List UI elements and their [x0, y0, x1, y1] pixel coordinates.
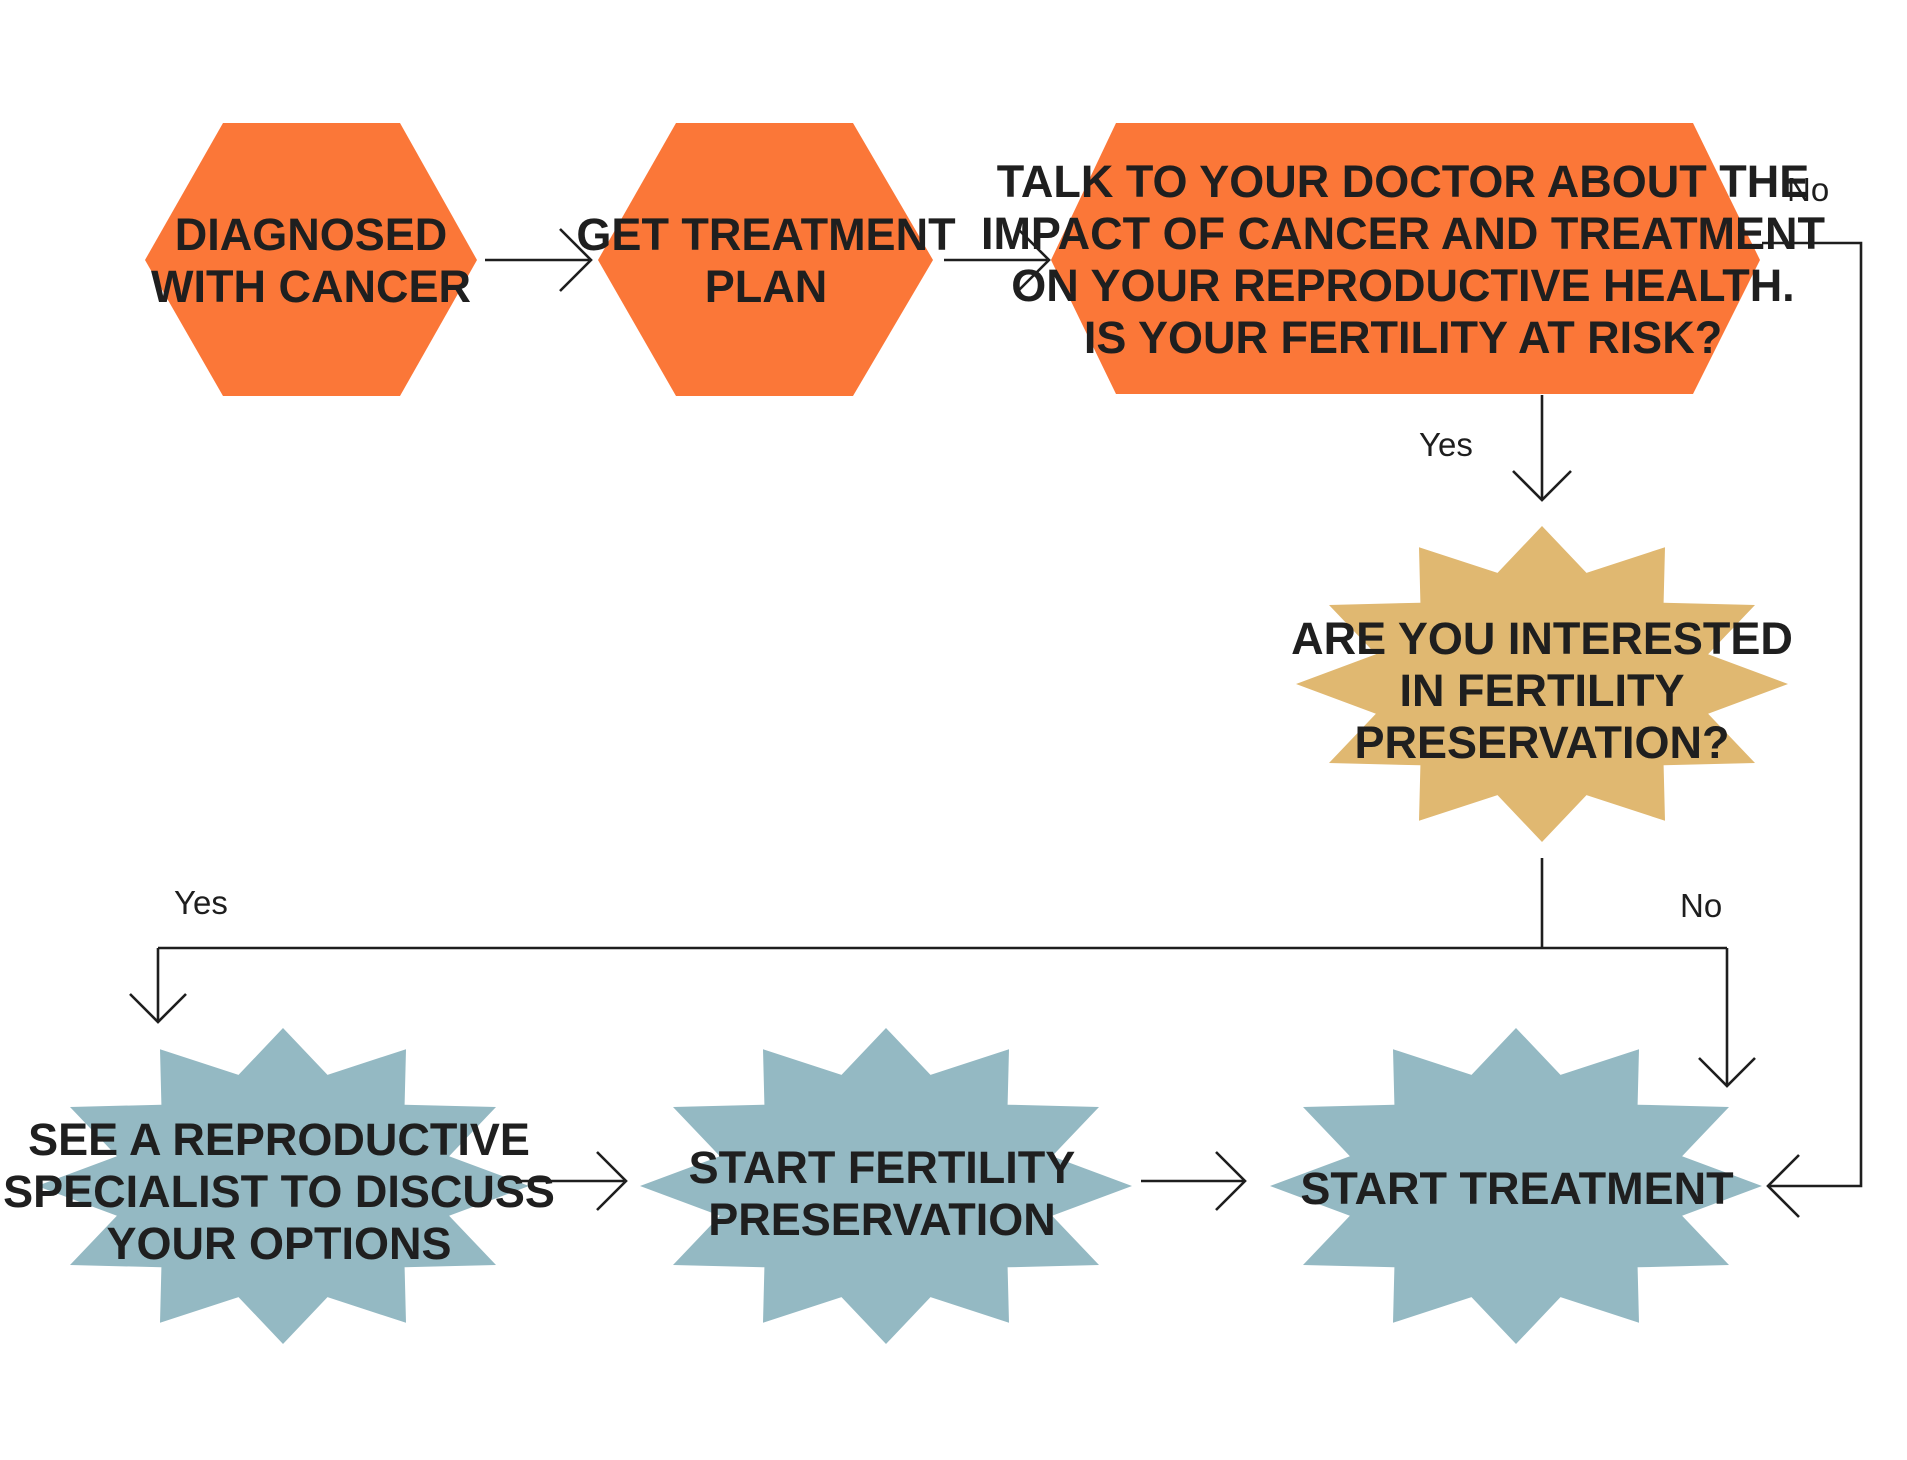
node-label-line: SPECIALIST TO DISCUSS: [3, 1166, 555, 1217]
node-label-line: START FERTILITY: [689, 1142, 1076, 1193]
arrow-interested-no: [1698, 948, 1756, 1088]
arrow-specialist-to-preservation: [520, 1151, 628, 1211]
node-label-line: TALK TO YOUR DOCTOR ABOUT THE: [997, 156, 1810, 207]
node-label-line: START TREATMENT: [1300, 1163, 1733, 1214]
label-risk-no: No: [1787, 171, 1829, 208]
node-label-line: PRESERVATION: [708, 1194, 1056, 1245]
node-label-line: YOUR OPTIONS: [106, 1218, 451, 1269]
label-interested-no: No: [1680, 887, 1722, 924]
edge-labels: No Yes Yes No: [174, 171, 1829, 924]
arrow-interested-yes: [129, 948, 187, 1024]
node-label-line: WITH CANCER: [151, 261, 471, 312]
node-label-line: GET TREATMENT: [576, 209, 955, 260]
arrow-plan-to-doctor: [944, 228, 1051, 292]
node-label-line: PRESERVATION?: [1354, 717, 1729, 768]
node-label-line: IMPACT OF CANCER AND TREATMENT: [981, 208, 1825, 259]
arrow-interested-branches: [158, 858, 1727, 950]
label-interested-yes: Yes: [174, 884, 228, 921]
arrow-diagnosed-to-plan: [485, 228, 593, 292]
star-shape: [640, 1028, 1132, 1344]
hexagon-shape: [1051, 123, 1760, 394]
star-shape: [37, 1028, 529, 1344]
arrow-risk-yes: [1512, 395, 1572, 502]
arrow-risk-no: [1762, 241, 1863, 1218]
hexagon-shape: [598, 123, 933, 396]
node-start-treatment-text: START TREATMENT: [1300, 1163, 1733, 1214]
connectors: [129, 228, 1863, 1218]
node-label-line: ON YOUR REPRODUCTIVE HEALTH.: [1011, 260, 1794, 311]
node-label-line: PLAN: [705, 261, 828, 312]
hexagon-shape: [145, 123, 477, 396]
star-shape: [1270, 1028, 1762, 1344]
node-label-line: ARE YOU INTERESTED: [1291, 613, 1793, 664]
node-start-treatment: START TREATMENT: [1270, 1028, 1762, 1344]
arrow-preservation-to-treatment: [1141, 1151, 1247, 1211]
node-label-line: IN FERTILITY: [1400, 665, 1685, 716]
node-label-line: SEE A REPRODUCTIVE: [28, 1114, 530, 1165]
star-shape: [1296, 526, 1788, 842]
node-label-line: IS YOUR FERTILITY AT RISK?: [1084, 312, 1722, 363]
label-risk-yes: Yes: [1419, 426, 1473, 463]
node-label-line: DIAGNOSED: [175, 209, 448, 260]
